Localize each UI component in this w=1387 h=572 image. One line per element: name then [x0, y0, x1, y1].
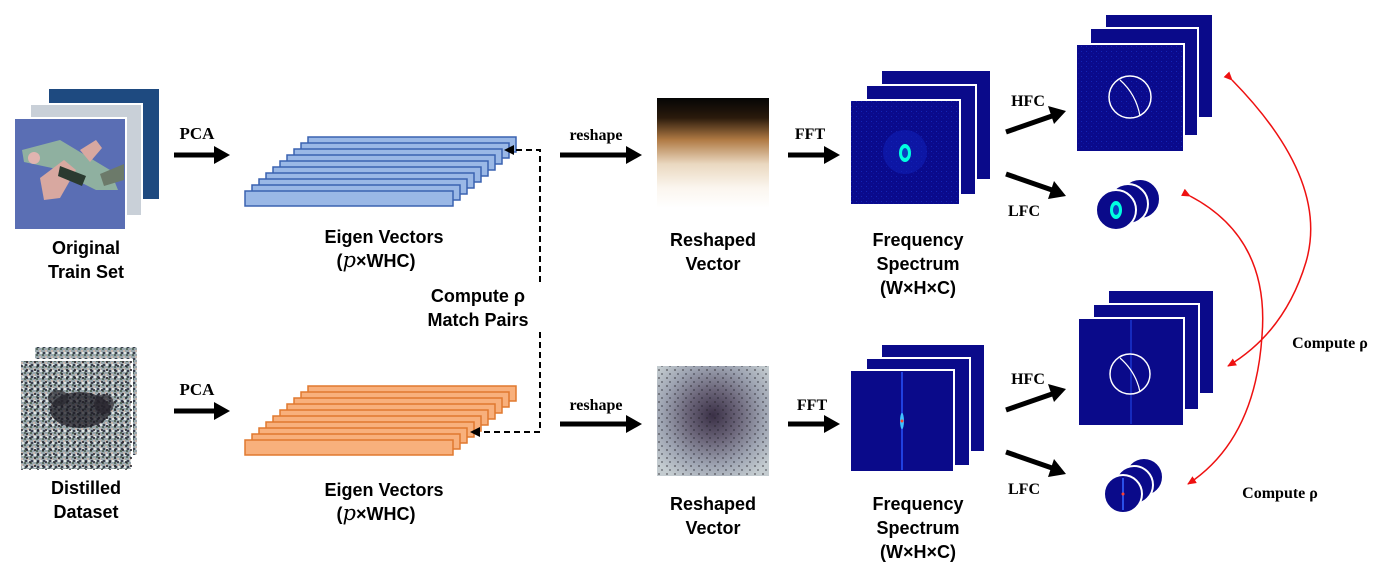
match-pairs-connector	[470, 145, 541, 437]
frequency-spectrum-label-bottom-line1: Frequency	[872, 494, 963, 514]
lfc-arrow-top	[1005, 171, 1066, 199]
hfc-label-top: HFC	[1011, 93, 1045, 110]
hfc-spectrum-stack-top	[1075, 13, 1214, 153]
original-train-set-label-line2: Train Set	[48, 262, 124, 282]
pca-label-top: PCA	[180, 124, 216, 143]
distilled-dataset-stack	[19, 345, 139, 471]
fft-arrow-top	[788, 146, 840, 164]
lfc-label-top: LFC	[1008, 203, 1040, 220]
compute-rho-arc-lfc	[1181, 188, 1264, 485]
eigen-vectors-dims-top: (p×WHC)	[337, 248, 416, 272]
eigen-vectors-label-bottom: Eigen Vectors	[324, 480, 443, 500]
reshaped-vector-image-bottom	[657, 366, 769, 476]
hfc-arrow-bottom	[1005, 384, 1066, 413]
reshape-arrow-top	[560, 146, 642, 164]
eigen-vectors-stack-bottom	[244, 385, 517, 456]
frequency-spectrum-label-top-line2: Spectrum	[876, 254, 959, 274]
eigen-vector-bottom-slab-1	[244, 439, 454, 456]
frequency-spectrum-label-bottom-line3: (W×H×C)	[880, 542, 956, 562]
compute-rho-label-lfc: Compute ρ	[1242, 485, 1318, 502]
hfc-spectrum-stack-bottom	[1077, 289, 1215, 427]
eigen-vector-top-slab-1	[244, 190, 454, 207]
hfc-arrow-top	[1005, 106, 1066, 135]
compute-match-pairs-line2: Match Pairs	[427, 310, 528, 330]
original-train-set-stack	[13, 87, 161, 231]
original-train-set-label-line1: Original	[52, 238, 120, 258]
frequency-spectrum-label-top-line1: Frequency	[872, 230, 963, 250]
pca-arrow-top	[174, 146, 230, 164]
reshaped-vector-label-top-line1: Reshaped	[670, 230, 756, 250]
eigen-vectors-label-top: Eigen Vectors	[324, 227, 443, 247]
frequency-spectrum-label-bottom-line2: Spectrum	[876, 518, 959, 538]
pca-arrow-bottom	[174, 402, 230, 420]
frequency-spectrum-stack-bottom	[849, 343, 986, 473]
reshaped-vector-label-bottom-line2: Vector	[685, 518, 740, 538]
lfc-spectrum-discs-bottom	[1103, 457, 1164, 514]
distilled-dataset-label-line2: Dataset	[53, 502, 118, 522]
eigen-vectors-stack-top	[244, 136, 517, 207]
reshaped-vector-label-bottom-line1: Reshaped	[670, 494, 756, 514]
lfc-spectrum-discs-top	[1095, 178, 1161, 231]
fft-arrow-bottom	[788, 415, 840, 433]
reshape-label-bottom: reshape	[569, 397, 622, 414]
lfc-label-bottom: LFC	[1008, 481, 1040, 498]
reshaped-vector-label-top-line2: Vector	[685, 254, 740, 274]
reshaped-vector-image-top	[657, 98, 769, 208]
hfc-label-bottom: HFC	[1011, 371, 1045, 388]
airplane-icon	[22, 140, 124, 200]
compute-rho-label-hfc: Compute ρ	[1292, 335, 1368, 352]
lfc-arrow-bottom	[1005, 449, 1066, 477]
compute-match-pairs-line1: Compute ρ	[431, 286, 525, 306]
fft-label-top: FFT	[795, 126, 826, 143]
reshape-arrow-bottom	[560, 415, 642, 433]
pca-label-bottom: PCA	[180, 380, 216, 399]
reshape-label-top: reshape	[569, 127, 622, 144]
frequency-spectrum-label-top-line3: (W×H×C)	[880, 278, 956, 298]
compute-rho-arc-hfc	[1223, 71, 1312, 367]
distilled-dataset-label-line1: Distilled	[51, 478, 121, 498]
fft-label-bottom: FFT	[797, 397, 828, 414]
frequency-spectrum-stack-top	[849, 69, 992, 206]
eigen-vectors-dims-bottom: (p×WHC)	[337, 501, 416, 525]
